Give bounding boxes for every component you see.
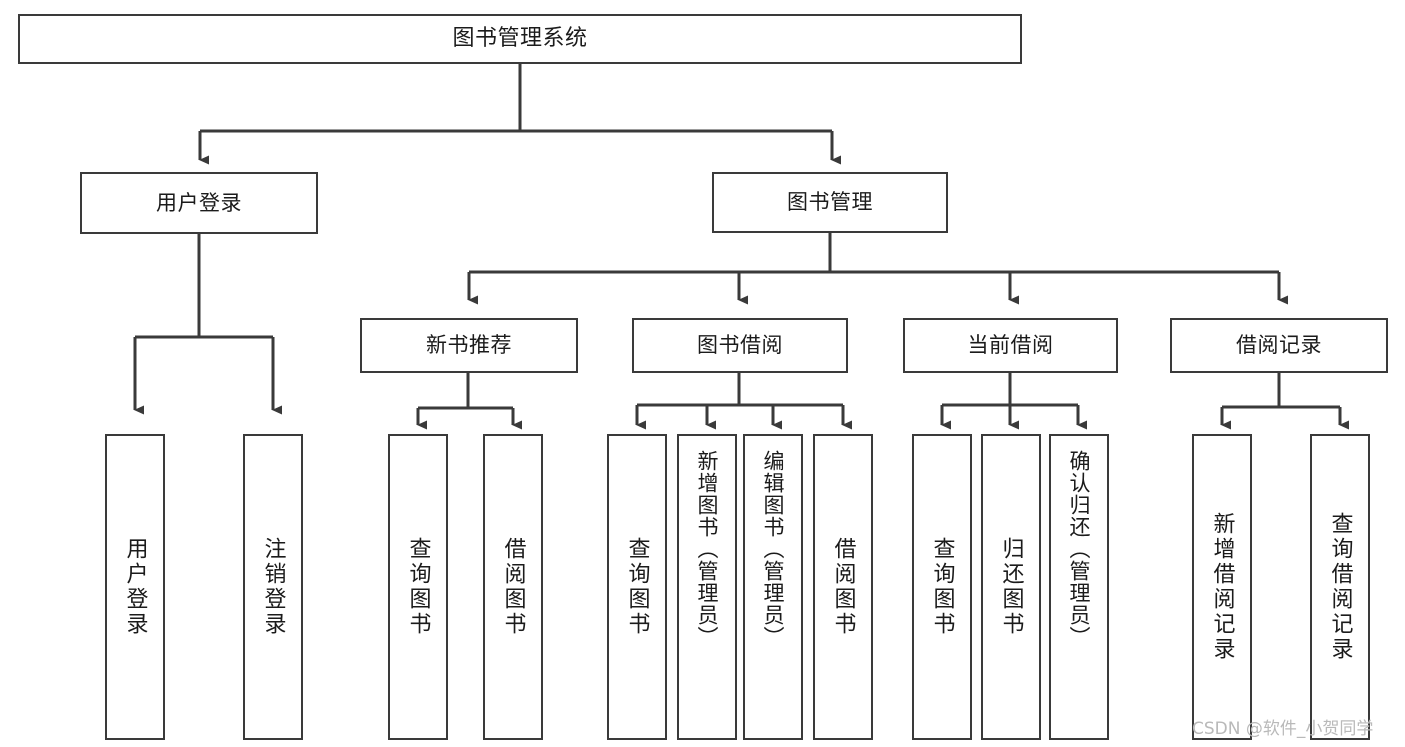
node-label: 查询图书 xyxy=(624,537,650,637)
node-label: 确认归还（管理员） xyxy=(1067,450,1092,648)
node-leaf-borrow-book-1[interactable]: 借阅图书 xyxy=(483,434,543,740)
node-leaf-edit-book[interactable]: 编辑图书（管理员） xyxy=(743,434,803,740)
node-user-login[interactable]: 用户登录 xyxy=(80,172,318,234)
node-label: 当前借阅 xyxy=(967,333,1054,358)
node-label: 新增图书（管理员） xyxy=(695,450,720,648)
node-label: 新增借阅记录 xyxy=(1209,512,1235,662)
node-label: 新书推荐 xyxy=(426,333,512,358)
node-leaf-confirm-return[interactable]: 确认归还（管理员） xyxy=(1049,434,1109,740)
node-label: 用户登录 xyxy=(122,537,148,637)
csdn-watermark: CSDN @软件_小贺同学 xyxy=(1192,719,1374,739)
node-current-borrow[interactable]: 当前借阅 xyxy=(903,318,1118,373)
node-label: 借阅图书 xyxy=(500,537,526,637)
node-label: 编辑图书（管理员） xyxy=(761,450,786,648)
node-label: 查询借阅记录 xyxy=(1327,512,1353,662)
node-book-borrow[interactable]: 图书借阅 xyxy=(632,318,848,373)
node-label: 查询图书 xyxy=(405,537,431,637)
node-leaf-add-record[interactable]: 新增借阅记录 xyxy=(1192,434,1252,740)
node-label: 借阅记录 xyxy=(1236,333,1322,358)
node-leaf-add-book[interactable]: 新增图书（管理员） xyxy=(677,434,737,740)
node-new-book-recommend[interactable]: 新书推荐 xyxy=(360,318,578,373)
node-label: 注销登录 xyxy=(260,537,286,637)
node-label: 图书借阅 xyxy=(697,333,783,358)
node-book-manage[interactable]: 图书管理 xyxy=(712,172,948,233)
node-label: 用户登录 xyxy=(156,190,242,215)
node-leaf-query-book-1[interactable]: 查询图书 xyxy=(388,434,448,740)
node-leaf-query-book-2[interactable]: 查询图书 xyxy=(607,434,667,740)
node-label: 图书管理系统 xyxy=(452,26,588,52)
node-leaf-user-login[interactable]: 用户登录 xyxy=(105,434,165,740)
node-borrow-record[interactable]: 借阅记录 xyxy=(1170,318,1388,373)
node-leaf-query-book-3[interactable]: 查询图书 xyxy=(912,434,972,740)
node-label: 查询图书 xyxy=(929,537,955,637)
node-label: 图书管理 xyxy=(787,190,873,215)
node-leaf-query-record[interactable]: 查询借阅记录 xyxy=(1310,434,1370,740)
node-leaf-borrow-book-2[interactable]: 借阅图书 xyxy=(813,434,873,740)
node-label: 借阅图书 xyxy=(830,537,856,637)
node-label: 归还图书 xyxy=(998,537,1024,637)
node-leaf-logout[interactable]: 注销登录 xyxy=(243,434,303,740)
node-leaf-return-book[interactable]: 归还图书 xyxy=(981,434,1041,740)
node-root-system[interactable]: 图书管理系统 xyxy=(18,14,1022,64)
